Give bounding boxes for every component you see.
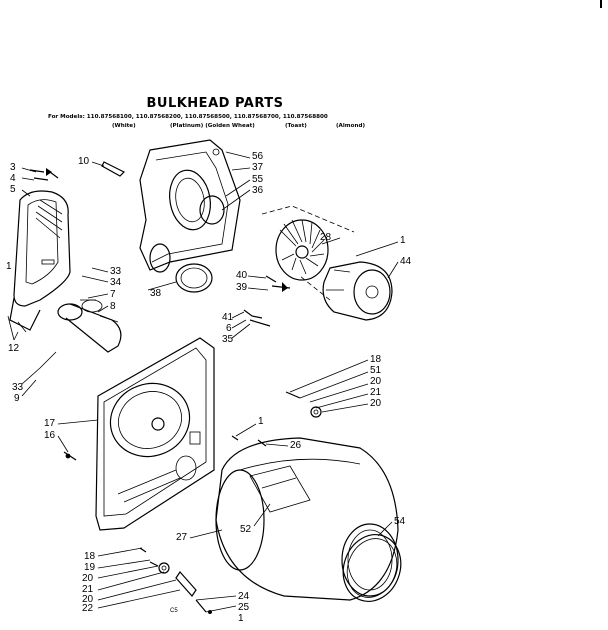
color-variants: (White) (Platinum) (Golden Wheat) (Toast… [0, 123, 608, 133]
callout-label: 54 [394, 516, 406, 527]
bearing-parts [231, 391, 322, 447]
lint-housing-part [7, 190, 71, 341]
callout-label: 33 [12, 382, 24, 393]
drum-seal-part [342, 534, 402, 602]
callout-label: 18 [84, 551, 96, 562]
callout-label: 33 [110, 266, 122, 277]
callout-label: 10 [78, 156, 90, 167]
variant-label: (Platinum) (Golden Wheat) [170, 123, 255, 129]
callout-label: 55 [252, 174, 264, 185]
callout-label: 38 [150, 288, 162, 299]
callout-label: 4 [10, 173, 16, 184]
callout-label: 12 [8, 343, 20, 354]
callout-label: 19 [84, 562, 96, 573]
callout-label: 20 [370, 376, 382, 387]
callout-label: 41 [222, 312, 234, 323]
callout-label: 1 [258, 416, 264, 427]
callout-label: 18 [370, 354, 382, 365]
callout-label: 20 [370, 398, 382, 409]
callout-label: 52 [240, 524, 252, 535]
callout-label: 24 [238, 591, 250, 602]
callout-label: 1 [400, 235, 406, 246]
leader-lines [13, 151, 399, 613]
callout-label: 28 [320, 232, 332, 243]
variant-label: (Almond) [336, 123, 366, 129]
callout-label: 37 [252, 162, 264, 173]
small-mark: C5 [170, 608, 178, 614]
callout-label: 1 [238, 613, 244, 624]
variant-label: (Toast) [285, 123, 307, 129]
callout-label: 20 [82, 573, 94, 584]
callout-label: 5 [10, 184, 16, 195]
blower-housing-part [299, 261, 393, 321]
rear-panel-part [139, 139, 241, 293]
callout-label: 36 [252, 185, 264, 196]
callout-label: 9 [14, 393, 20, 404]
diagram-title: BULKHEAD PARTS [146, 96, 284, 111]
callout-label: 34 [110, 277, 122, 288]
callout-label: 7 [110, 289, 116, 300]
callout-label: 44 [400, 256, 412, 267]
duct-tube-part [57, 299, 122, 353]
variant-label: (White) [112, 123, 136, 129]
callout-label: 26 [290, 440, 302, 451]
screw-parts [29, 161, 126, 181]
callout-label: 35 [222, 334, 234, 345]
callout-label: 17 [44, 418, 56, 429]
callout-label: 25 [238, 602, 250, 613]
blower-wheel-part [261, 205, 355, 281]
callout-label: 51 [370, 365, 382, 376]
callout-label: 21 [370, 387, 382, 398]
callout-label: 27 [176, 532, 188, 543]
edge-mark [600, 0, 602, 8]
callout-label: 21 [82, 584, 94, 595]
callout-label: 40 [236, 270, 248, 281]
callout-label: 39 [236, 282, 248, 293]
callout-label: 3 [10, 162, 16, 173]
drum-part [215, 437, 399, 601]
callout-label: 16 [44, 430, 56, 441]
callout-label: 20 [82, 594, 94, 605]
roller-parts [139, 547, 212, 614]
callout-label: 56 [252, 151, 264, 162]
model-numbers: For Models: 110.87568100, 110.87568200, … [48, 114, 328, 120]
fastener-parts [243, 275, 291, 327]
front-bulkhead-part [63, 337, 215, 531]
callout-label: 22 [82, 603, 94, 614]
callout-label: 8 [110, 301, 116, 312]
callout-label: 6 [226, 323, 232, 334]
callout-label: 1 [6, 261, 12, 272]
